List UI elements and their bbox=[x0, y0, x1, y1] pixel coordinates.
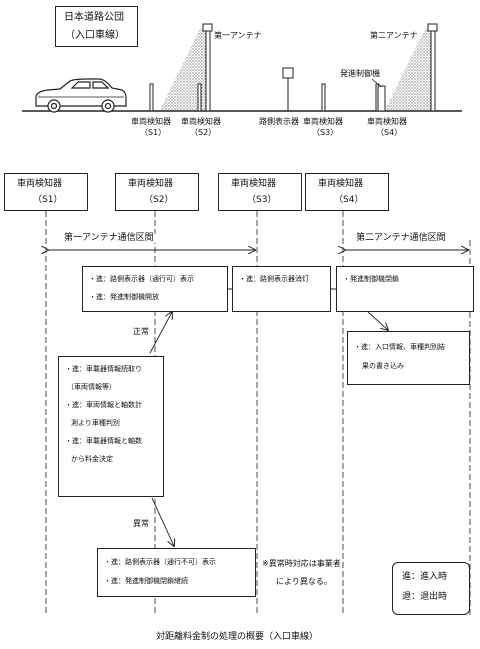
column-s4-id: （S4） bbox=[334, 195, 364, 205]
detector-s2-post bbox=[197, 83, 202, 112]
header-box: 日本道路公団 （入口車線） bbox=[55, 6, 138, 47]
diagram-caption: 対距離料金制の処理の概要（入口車線） bbox=[156, 632, 319, 642]
column-s1: 車両検知器 （S1） bbox=[4, 173, 88, 211]
process-abnormal-line1: ・進：路側表示器（通行不可）表示 bbox=[104, 558, 216, 566]
column-s1-label: 車両検知器 bbox=[17, 179, 63, 189]
column-s3-id: （S3） bbox=[247, 195, 277, 205]
detector-s4-label: 車両検知器 bbox=[367, 117, 407, 126]
roadside-display-label: 路側表示器 bbox=[259, 117, 299, 126]
process-read-line3: ・進：車両情報と軸数計 bbox=[65, 401, 142, 409]
antenna2-head bbox=[427, 23, 438, 32]
detector-s3-id: （S3） bbox=[312, 128, 339, 137]
process-s3-line1: ・進：路側表示器消灯 bbox=[239, 275, 309, 283]
process-box-s3: ・進：路側表示器消灯 bbox=[232, 266, 331, 312]
road-illustration bbox=[22, 23, 462, 113]
process-read-line6: から料金決定 bbox=[71, 455, 113, 463]
gate-label: 発進制御機 bbox=[340, 69, 380, 78]
process-s2-line1: ・進：路側表示器（通行可）表示 bbox=[89, 275, 194, 283]
process-s2-line2: ・進：発進制御機開放 bbox=[89, 293, 159, 301]
abnormal-label: 異常 bbox=[133, 519, 149, 528]
column-s2-label: 車両検知器 bbox=[128, 179, 174, 189]
antenna1-label: 第一アンテナ bbox=[214, 31, 262, 40]
detector-s4-id: （S4） bbox=[376, 128, 403, 137]
normal-arrow bbox=[149, 312, 172, 354]
antenna1-head bbox=[202, 23, 213, 32]
process-write-line1: ・進：入口情報、車種判別結 bbox=[354, 343, 445, 351]
detector-s3-label: 車両検知器 bbox=[303, 117, 343, 126]
detector-s3-post bbox=[321, 83, 326, 112]
column-s2: 車両検知器 （S2） bbox=[115, 173, 199, 211]
note-line1: ※異常時対応は事業者 bbox=[262, 559, 341, 568]
process-box-read: ・進：車載器情報読取り （車両情報等） ・進：車両情報と軸数計 測より車種判別 … bbox=[58, 356, 164, 497]
column-s4: 車両検知器 （S4） bbox=[305, 173, 389, 211]
process-box-s2: ・進：路側表示器（通行可）表示 ・進：発進制御機開放 bbox=[82, 266, 228, 312]
note-line2: により異なる。 bbox=[276, 577, 332, 586]
column-s1-id: （S1） bbox=[33, 195, 63, 205]
car-icon bbox=[35, 78, 127, 113]
column-s3: 車両検知器 （S3） bbox=[218, 173, 302, 211]
header-title: 日本道路公団 bbox=[64, 12, 124, 23]
detector-s1-label: 車両検知器 bbox=[131, 117, 171, 126]
process-write-line2: 果の書き込み bbox=[362, 362, 404, 370]
process-box-s4: ・発進制御機閉鎖 bbox=[336, 266, 474, 312]
detector-s1-id: （S1） bbox=[140, 128, 167, 137]
process-read-line5: ・進：車載器情報と軸数 bbox=[65, 437, 142, 445]
column-s2-id: （S2） bbox=[144, 195, 174, 205]
process-box-write: ・進：入口情報、車種判別結 果の書き込み bbox=[347, 331, 470, 385]
gate-leader bbox=[371, 78, 382, 88]
detector-s2-label: 車両検知器 bbox=[181, 117, 221, 126]
process-box-abnormal: ・進：路側表示器（通行不可）表示 ・進：発進制御機閉鎖継続 bbox=[97, 548, 256, 597]
column-s3-label: 車両検知器 bbox=[231, 179, 277, 189]
column-s4-label: 車両検知器 bbox=[318, 179, 364, 189]
process-read-line4: 測より車種判別 bbox=[71, 419, 120, 427]
antenna2-label: 第二アンテナ bbox=[370, 31, 418, 40]
process-abnormal-line2: ・進：発進制御機閉鎖継続 bbox=[104, 577, 188, 585]
legend-enter: 進：進入時 bbox=[402, 572, 448, 582]
process-s4-line1: ・発進制御機閉鎖 bbox=[343, 275, 399, 283]
antenna2-beam bbox=[385, 26, 432, 110]
normal-label: 正常 bbox=[133, 327, 149, 336]
zone2-label: 第二アンテナ通信区間 bbox=[354, 233, 448, 243]
antenna1-beam bbox=[160, 26, 207, 110]
legend-box: 進：進入時 退：退出時 bbox=[392, 562, 470, 615]
process-read-line2: （車両情報等） bbox=[67, 383, 116, 391]
abnormal-arrow bbox=[151, 497, 174, 546]
write-arrow bbox=[367, 311, 388, 330]
detector-s1-post bbox=[149, 83, 154, 112]
legend-exit: 退：退出時 bbox=[402, 592, 448, 602]
zone1-label: 第一アンテナ通信区間 bbox=[62, 233, 156, 243]
header-subtitle: （入口車線） bbox=[65, 30, 125, 41]
gate-body bbox=[377, 85, 386, 112]
process-read-line1: ・進：車載器情報読取り bbox=[65, 365, 142, 373]
detector-s2-id: （S2） bbox=[190, 128, 217, 137]
